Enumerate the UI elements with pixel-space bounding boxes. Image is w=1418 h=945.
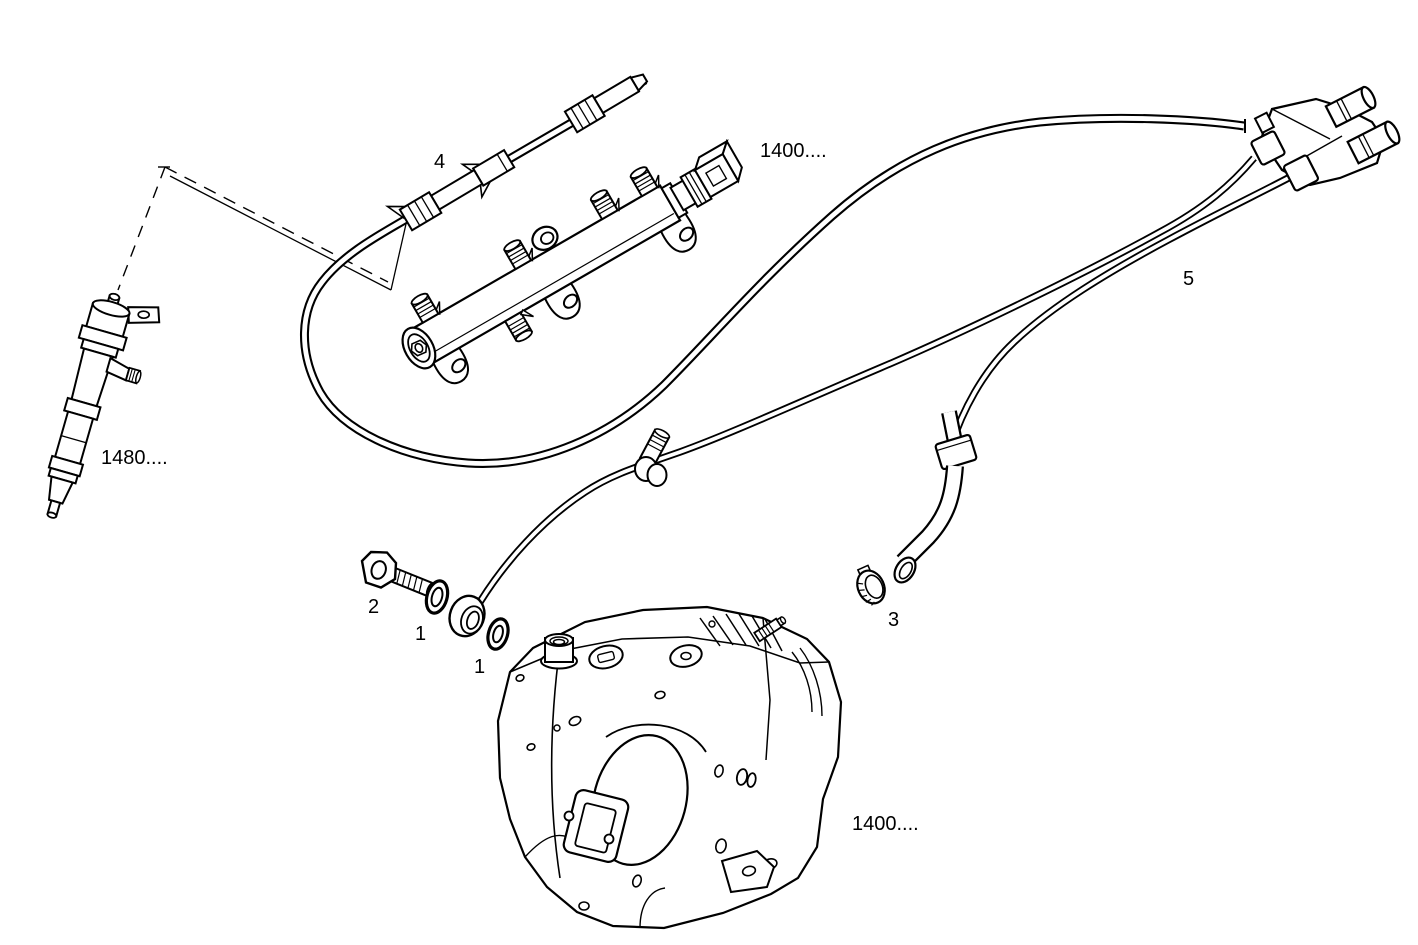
pump-top-port-2 (669, 644, 703, 668)
callout-pump-label: 1400.... (852, 813, 919, 835)
connector-port-lower (1346, 120, 1401, 165)
pump-stud (753, 616, 787, 643)
high-pressure-pipe-4 (300, 73, 1246, 468)
pump-top-port-1 (588, 644, 624, 670)
callout-washer-front-label: 1 (415, 623, 426, 645)
rail-pressure-sensor (660, 138, 743, 220)
callout-rail-label: 1400.... (760, 140, 827, 162)
pump-side-port (735, 768, 757, 788)
rail-end-cap (401, 326, 437, 370)
rail-bottom-port (503, 308, 534, 343)
callout-clamp-label: 3 (888, 609, 899, 631)
pipe-5-rear (947, 170, 1298, 448)
banjo-assembly (360, 550, 510, 651)
reference-line-2 (390, 223, 407, 291)
fuel-rail (401, 138, 743, 385)
pump-inlet-nut (540, 633, 578, 670)
rail-body (405, 184, 682, 368)
bolt-hex-head (360, 550, 398, 589)
pump-bolt-holes (515, 674, 778, 911)
connector-port-upper (1324, 85, 1377, 129)
rail-injector-ports (410, 166, 660, 325)
callout-labels: 4 1400.... 5 1480.... 2 1 1 3 1400.... (101, 140, 1194, 835)
hose-open-end (893, 556, 917, 584)
sealing-washer-front (424, 579, 450, 615)
injection-pump (496, 605, 843, 930)
reference-line (169, 175, 392, 291)
hose-clamp (856, 564, 886, 606)
fuel-injector (46, 292, 161, 519)
callout-injector-label: 1480.... (101, 447, 168, 469)
t-fitting (634, 428, 671, 487)
callout-pipe4-label: 4 (434, 151, 445, 173)
leader-lines (117, 166, 407, 291)
banjo-eye (448, 594, 486, 638)
union-nut-2 (384, 190, 443, 232)
connector-collar-upper (1250, 130, 1286, 166)
pump-foot (720, 849, 776, 894)
dashed-leader-to-pipe (164, 166, 389, 283)
callout-bolt-label: 2 (368, 596, 379, 618)
pipe-4-fittings (384, 73, 649, 232)
twin-pipe-connector (1250, 85, 1401, 192)
union-nut-1 (563, 93, 607, 134)
callout-pipe5-label: 5 (1183, 268, 1194, 290)
dashed-leader-to-injector (117, 166, 166, 291)
pipe-5-front (476, 155, 1257, 604)
sealing-washer-rear (486, 617, 510, 651)
rail-mounting-ears (428, 209, 697, 385)
return-hose (893, 410, 978, 584)
callout-washer-rear-label: 1 (474, 656, 485, 678)
injector-body (70, 347, 115, 408)
connector-stub (1253, 111, 1276, 135)
hose-collar (934, 433, 978, 471)
rail-ring-collar (531, 225, 559, 251)
connector-collar-lower (1282, 154, 1320, 192)
banjo-bolt (360, 550, 435, 598)
